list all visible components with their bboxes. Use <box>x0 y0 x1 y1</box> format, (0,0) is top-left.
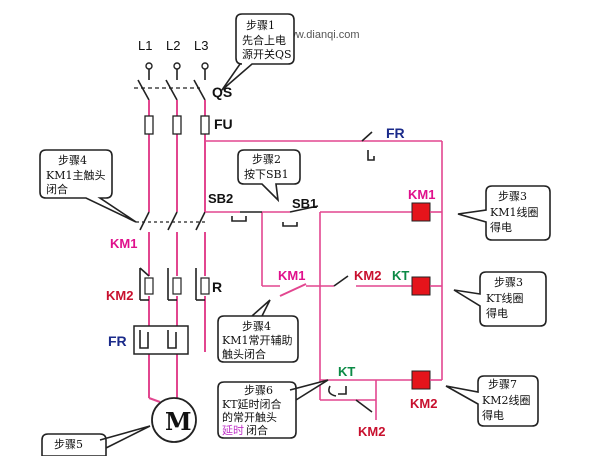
terminal-l2 <box>173 62 181 70</box>
step2-line1: 按下SB1 <box>244 167 289 181</box>
terminal-l1 <box>145 62 153 70</box>
km1-main-label: KM1 <box>110 236 137 251</box>
callout-step4b: 步骤4 KM1常开辅助 触头闭合 <box>217 299 299 363</box>
sb1-start-button: SB1 <box>282 196 319 227</box>
step6-tail: 闭合 <box>246 423 268 437</box>
phase-labels: L1 L2 L3 <box>138 38 208 53</box>
step4a-line1: KM1主触头 <box>46 168 105 182</box>
km1-aux-contact: KM1 <box>278 268 307 297</box>
callout-step2: 步骤2 按下SB1 <box>237 149 301 203</box>
km1-main-contacts: KM1 <box>110 211 206 251</box>
step6-line2: 的常开触头 <box>222 410 277 424</box>
km2-main-label: KM2 <box>106 288 133 303</box>
km1-coil-label: KM1 <box>408 187 435 202</box>
phase-label-l2: L2 <box>166 38 180 53</box>
sb2-stop-button: SB2 <box>208 191 262 222</box>
phase-terminals <box>145 62 209 70</box>
fr-thermal-element: FR <box>108 325 189 355</box>
km2-nc-label: KM2 <box>354 268 381 283</box>
km2-main-contacts: KM2 R <box>106 267 222 303</box>
step6-line1: KT延时闭合 <box>222 397 282 411</box>
step4b-line1: KM1常开辅助 <box>222 333 292 347</box>
fu-label: FU <box>214 116 233 132</box>
step6-highlight: 延时 <box>222 424 244 437</box>
step5-title: 步骤5 <box>54 438 83 451</box>
step6-title: 步骤6 <box>244 384 273 397</box>
callout-step3a: 步骤3 KM1线圈 得电 <box>457 185 551 241</box>
step3a-title: 步骤3 <box>498 190 527 203</box>
step1-line2: 源开关QS <box>242 47 292 61</box>
step7-title: 步骤7 <box>488 378 517 391</box>
km1-coil <box>411 202 431 222</box>
km1-aux-label: KM1 <box>278 268 305 283</box>
sb2-label: SB2 <box>208 191 233 206</box>
fuses: FU <box>144 115 233 135</box>
step3a-line1: KM1线圈 <box>490 205 538 219</box>
motor: M <box>151 397 197 443</box>
callout-step3b: 步骤3 KT线圈 得电 <box>453 271 547 327</box>
kt-contact-label: KT <box>338 364 355 379</box>
km2-coil <box>411 370 431 390</box>
fr-top-label: FR <box>386 125 405 141</box>
fr-left-label: FR <box>108 333 127 349</box>
phase-label-l3: L3 <box>194 38 208 53</box>
terminal-l3 <box>201 62 209 70</box>
step3b-line2: 得电 <box>486 307 508 320</box>
step1-title: 步骤1 <box>246 19 275 32</box>
km2-nc-contact: KM2 <box>333 268 381 287</box>
qs-label: QS <box>212 84 232 100</box>
step7-line2: 得电 <box>482 409 504 422</box>
phase-wires <box>148 100 206 403</box>
step3b-line1: KT线圈 <box>486 291 524 305</box>
step4b-title: 步骤4 <box>242 320 271 333</box>
kt-coil-label: KT <box>392 268 409 283</box>
kt-timed-contact: KT <box>328 364 355 397</box>
callout-step7: 步骤7 KM2线圈 得电 <box>445 375 539 427</box>
km2-coil-label: KM2 <box>410 396 437 411</box>
step3b-title: 步骤3 <box>494 276 523 289</box>
kt-coil <box>411 276 431 296</box>
qs-switch: QS <box>134 69 232 101</box>
km2-bottom-contact: KM2 <box>355 399 385 439</box>
motor-label: M <box>165 407 192 436</box>
step4a-title: 步骤4 <box>58 154 87 167</box>
sb1-label: SB1 <box>292 196 317 211</box>
r-label: R <box>212 279 222 295</box>
control-wires <box>204 140 443 420</box>
step4a-line2: 闭合 <box>46 182 68 196</box>
step2-title: 步骤2 <box>252 153 281 166</box>
fr-nc-contact: FR <box>361 125 405 161</box>
watermark: www.dianqi.com <box>279 29 359 41</box>
callout-step1: 步骤1 先合上电 源开关QS <box>221 13 295 91</box>
callout-step5: 步骤5 <box>41 425 151 456</box>
step3a-line2: 得电 <box>490 221 512 234</box>
step1-line1: 先合上电 <box>242 33 286 47</box>
km2-bottom-label: KM2 <box>358 424 385 439</box>
phase-label-l1: L1 <box>138 38 152 53</box>
step7-line1: KM2线圈 <box>482 393 530 407</box>
step4b-line2: 触头闭合 <box>222 347 266 361</box>
coils: KM1 KT KM2 <box>392 187 442 411</box>
callout-step4a: 步骤4 KM1主触头 闭合 <box>39 149 137 223</box>
callout-step6: 步骤6 KT延时闭合 的常开触头 延时 闭合 <box>217 379 329 439</box>
